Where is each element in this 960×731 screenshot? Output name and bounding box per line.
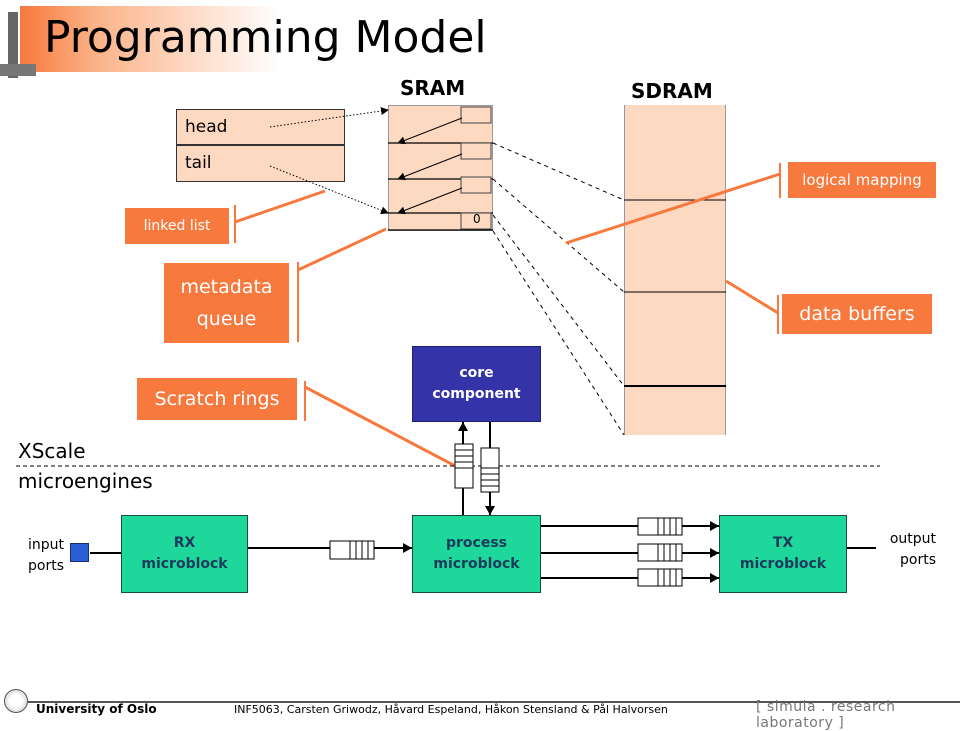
data-buffers-label: data buffers [799, 303, 915, 325]
core-label-line2: component [432, 386, 521, 402]
callout-data-buffers: data buffers [782, 294, 932, 334]
slide-title: Programming Model [44, 12, 487, 63]
ring-queue-tx-3 [637, 568, 683, 587]
tail-label: tail [185, 153, 212, 173]
input-label-line1: input [27, 537, 64, 553]
callout-connectors [234, 172, 781, 470]
ring-queue-tx-2 [637, 543, 683, 562]
rx-label-line1: RX [173, 535, 196, 551]
ring-queue-tx-1 [637, 517, 683, 536]
simula-logo: [ simula . research laboratory ] [756, 699, 896, 731]
course-authors: INF5063, Carsten Griwodz, Håvard Espelan… [234, 703, 668, 716]
title-accent-bar [8, 12, 18, 78]
sram-link-arrows [397, 117, 463, 215]
scratch-ring-down [480, 447, 500, 493]
sdram-block [624, 105, 726, 435]
rx-microblock: RX microblock [121, 515, 248, 593]
process-label-line2: microblock [433, 556, 520, 572]
sram-next-fields [460, 106, 492, 230]
title-underline [0, 64, 960, 76]
sram-label: SRAM [400, 76, 466, 100]
head-tail-pointers [269, 107, 389, 215]
university-seal-icon [4, 689, 28, 713]
tx-label-line1: TX [772, 535, 794, 551]
scratch-ring-up [454, 443, 474, 489]
scratch-rings-label: Scratch rings [154, 388, 280, 410]
xscale-label: XScale [18, 439, 86, 463]
input-label-line2: ports [28, 558, 64, 574]
tail-pointer: tail [176, 145, 345, 182]
output-label-line1: output [889, 531, 936, 547]
metadata-label: metadata [180, 276, 273, 298]
title-accent-bar-gradient [20, 6, 280, 72]
callout-metadata-queue: metadata queue [164, 263, 289, 343]
callout-logical-mapping: logical mapping [788, 162, 936, 198]
process-microblock: process microblock [412, 515, 541, 593]
linked-list-label: linked list [143, 218, 211, 234]
callout-brackets [234, 163, 781, 421]
input-port-icon [70, 543, 89, 562]
tx-microblock: TX microblock [719, 515, 847, 593]
microengines-label: microengines [18, 469, 153, 493]
output-label-line2: ports [900, 552, 936, 568]
core-label-line1: core [459, 365, 494, 381]
head-label: head [185, 117, 228, 137]
null-pointer-marker: 0 [473, 212, 481, 226]
flow-arrowheads [403, 422, 719, 583]
core-component: core component [412, 346, 541, 422]
sdram-label: SDRAM [631, 79, 713, 103]
sdram-dividers [624, 199, 726, 387]
tx-label-line2: microblock [739, 556, 827, 572]
mapping-lines [492, 142, 625, 436]
head-pointer: head [176, 109, 345, 145]
callout-linked-list: linked list [125, 208, 229, 244]
queue-label: queue [196, 308, 257, 330]
university-name: University of Oslo [36, 702, 157, 716]
input-ports-label: input ports [22, 535, 70, 577]
ring-queue-rx [329, 540, 375, 560]
logical-mapping-label: logical mapping [802, 171, 922, 189]
output-ports-label: output ports [876, 529, 936, 571]
rx-label-line2: microblock [141, 556, 228, 572]
callout-scratch-rings: Scratch rings [137, 378, 297, 420]
process-label-line1: process [445, 535, 507, 551]
